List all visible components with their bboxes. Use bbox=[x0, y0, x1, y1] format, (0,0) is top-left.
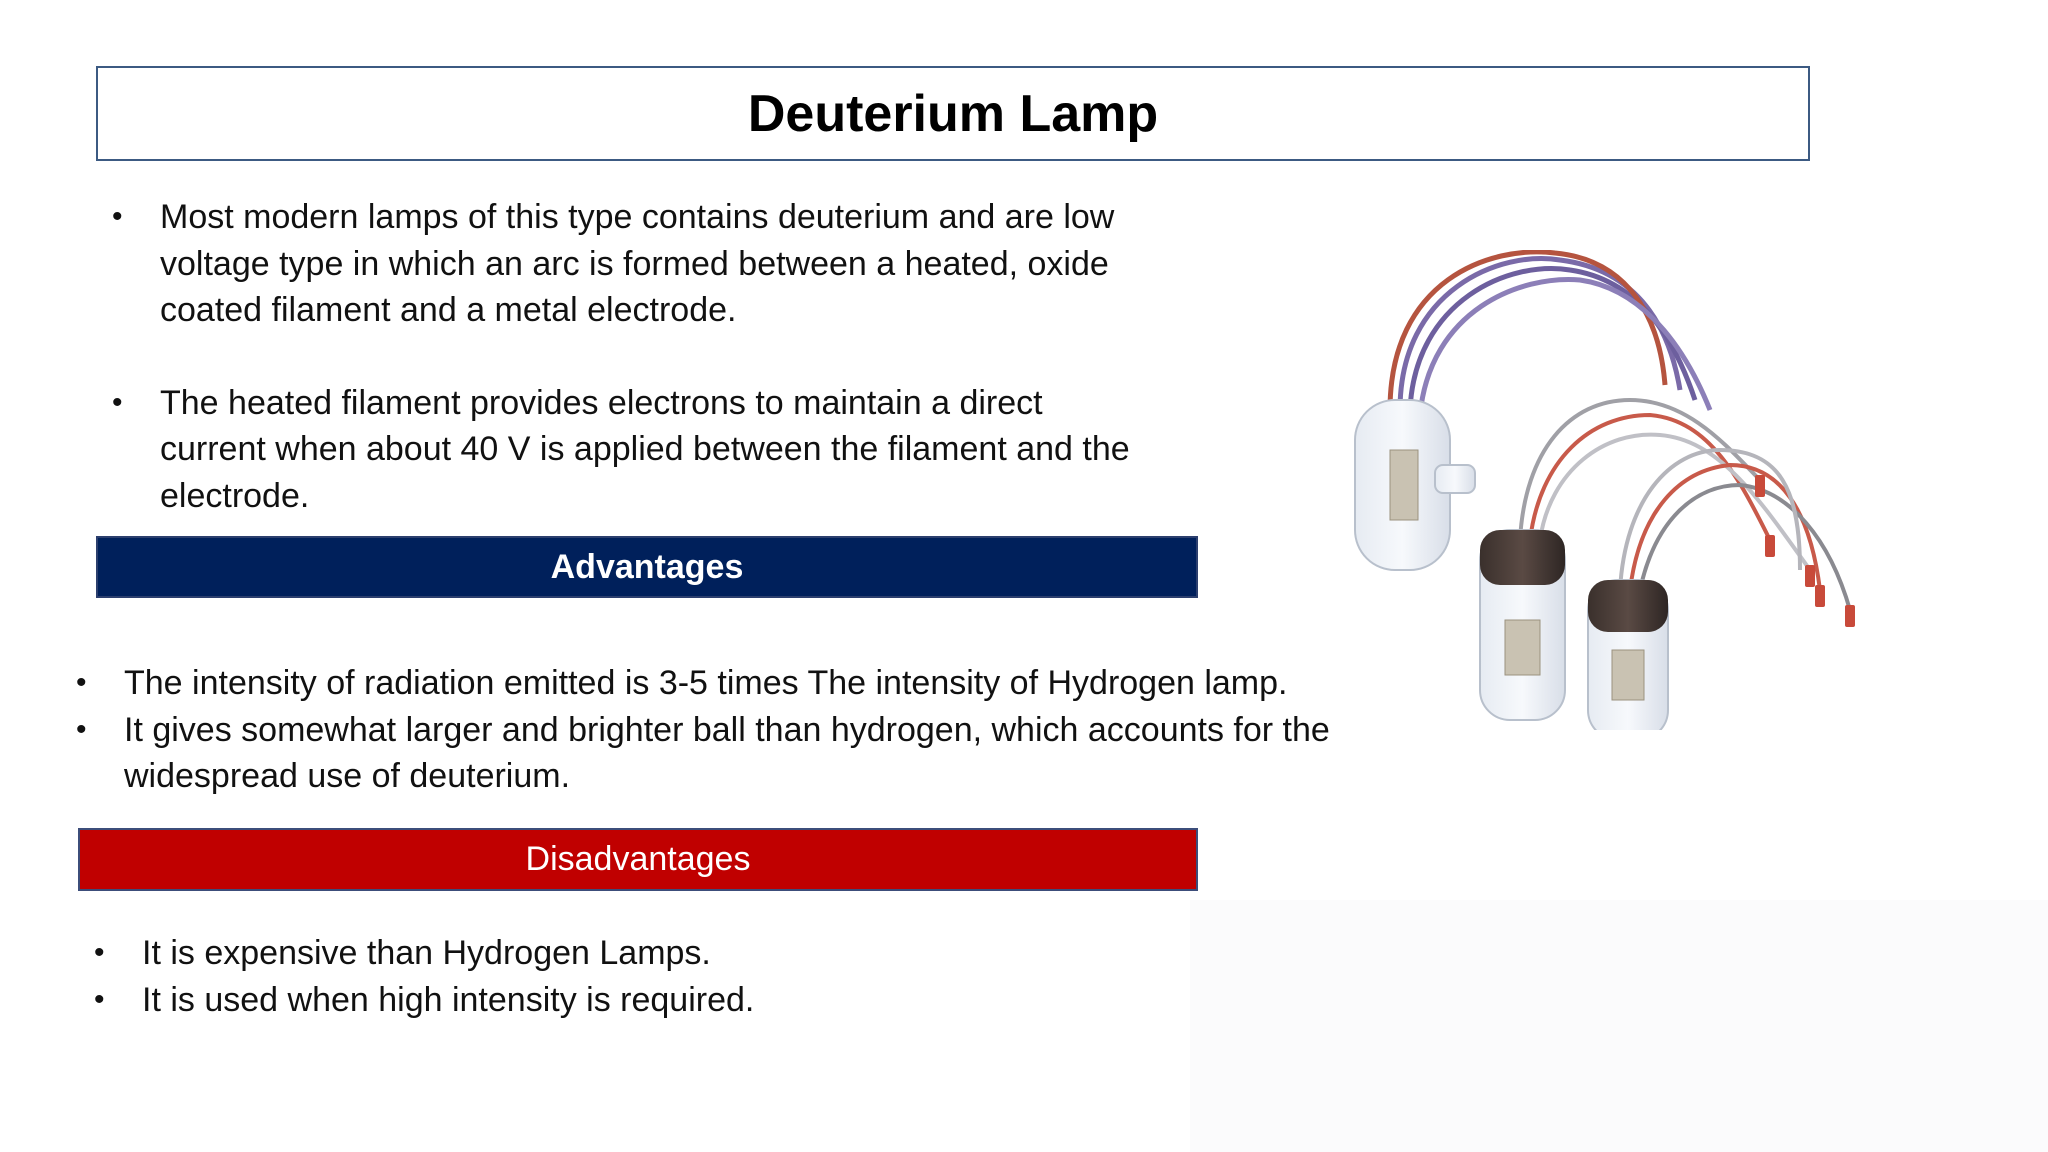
list-item: • The intensity of radiation emitted is … bbox=[76, 660, 1424, 707]
page-title: Deuterium Lamp bbox=[747, 84, 1159, 143]
bullet-text: It is expensive than Hydrogen Lamps. bbox=[142, 934, 711, 972]
bullet-icon: • bbox=[94, 982, 105, 1016]
intro-bullet-list: • Most modern lamps of this type contain… bbox=[112, 194, 1140, 520]
bullet-icon: • bbox=[94, 936, 105, 969]
advantages-heading: Advantages bbox=[550, 547, 744, 586]
disadvantages-list: • It is expensive than Hydrogen Lamps. •… bbox=[94, 930, 1042, 1024]
bullet-text: It gives somewhat larger and brighter ba… bbox=[124, 710, 1330, 796]
list-item: • Most modern lamps of this type contain… bbox=[112, 194, 1140, 334]
advantages-list: • The intensity of radiation emitted is … bbox=[76, 660, 1424, 800]
bullet-icon: • bbox=[76, 712, 87, 746]
bullet-text: The heated filament provides electrons t… bbox=[160, 383, 1130, 515]
title-box: Deuterium Lamp bbox=[96, 66, 1810, 161]
bullet-icon: • bbox=[112, 200, 123, 233]
list-item: • The heated filament provides electrons… bbox=[112, 380, 1140, 520]
list-item: • It gives somewhat larger and brighter … bbox=[76, 707, 1424, 800]
bullet-text: The intensity of radiation emitted is 3-… bbox=[124, 664, 1288, 702]
disadvantages-heading: Disadvantages bbox=[525, 840, 751, 878]
list-item: • It is expensive than Hydrogen Lamps. bbox=[94, 930, 1042, 977]
disadvantages-heading-band: Disadvantages bbox=[78, 828, 1198, 891]
bullet-icon: • bbox=[76, 666, 87, 699]
bullet-text: It is used when high intensity is requir… bbox=[142, 980, 755, 1019]
list-item: • It is used when high intensity is requ… bbox=[94, 977, 1042, 1024]
deuterium-lamps-photo bbox=[1354, 250, 1855, 730]
bullet-icon: • bbox=[112, 385, 123, 419]
background-tint bbox=[1190, 900, 2048, 1152]
advantages-heading-band: Advantages bbox=[96, 536, 1198, 598]
bullet-text: Most modern lamps of this type contains … bbox=[160, 198, 1115, 329]
